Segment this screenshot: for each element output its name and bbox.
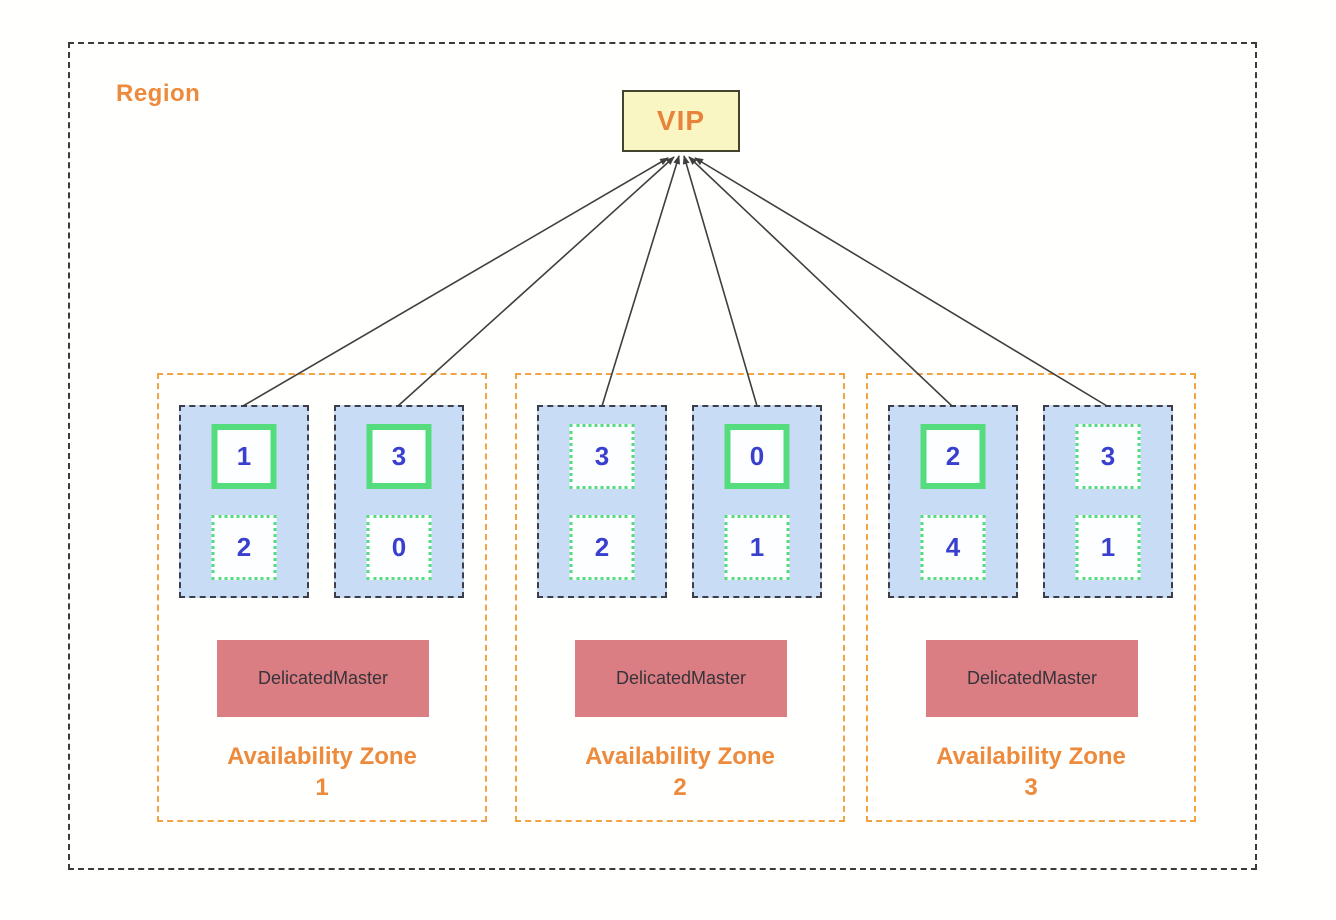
- node-box: 0 1: [692, 405, 822, 598]
- shard-box: 3: [366, 424, 432, 489]
- shard-box: 3: [1075, 424, 1141, 489]
- dedicated-master-box: DelicatedMaster: [926, 640, 1138, 717]
- availability-zone-3: 2 4 3 1 DelicatedMaster Availability Zon…: [866, 373, 1196, 822]
- shard-number: 1: [1100, 532, 1116, 562]
- node-box: 3 1: [1043, 405, 1173, 598]
- shard-number: 4: [945, 532, 961, 562]
- shard-number: 3: [594, 441, 610, 471]
- shard-box: 2: [211, 515, 277, 580]
- shard-box: 0: [724, 424, 790, 489]
- shard-box: 1: [211, 424, 277, 489]
- region-label: Region: [116, 80, 201, 107]
- node-box: 2 4: [888, 405, 1018, 598]
- node-box: 3 2: [537, 405, 667, 598]
- az-label-text: Availability Zone: [936, 743, 1126, 770]
- az-label-text: Availability Zone: [227, 743, 417, 770]
- region-boundary: Region: [68, 42, 1257, 870]
- shard-number: 3: [391, 441, 407, 471]
- az-label: Availability Zone 3: [868, 741, 1194, 803]
- availability-zone-1: 1 2 3 0 DelicatedMaster Availability Zon…: [157, 373, 487, 822]
- shard-box: 0: [366, 515, 432, 580]
- shard-box: 2: [569, 515, 635, 580]
- availability-zone-2: 3 2 0 1 DelicatedMaster Availability Zon…: [515, 373, 845, 822]
- az-label-number: 2: [673, 774, 687, 801]
- shard-box: 1: [724, 515, 790, 580]
- dedicated-master-box: DelicatedMaster: [217, 640, 429, 717]
- az-label-number: 3: [1024, 774, 1038, 801]
- node-box: 3 0: [334, 405, 464, 598]
- shard-box: 1: [1075, 515, 1141, 580]
- shard-number: 0: [749, 441, 765, 471]
- shard-box: 3: [569, 424, 635, 489]
- az-label: Availability Zone 2: [517, 741, 843, 803]
- shard-number: 1: [236, 441, 252, 471]
- az-label-text: Availability Zone: [585, 743, 775, 770]
- shard-number: 2: [236, 532, 252, 562]
- shard-number: 2: [594, 532, 610, 562]
- az-label-number: 1: [315, 774, 329, 801]
- shard-number: 2: [945, 441, 961, 471]
- az-label: Availability Zone 1: [159, 741, 485, 803]
- shard-number: 1: [749, 532, 765, 562]
- shard-box: 4: [920, 515, 986, 580]
- node-box: 1 2: [179, 405, 309, 598]
- shard-box: 2: [920, 424, 986, 489]
- vip-box: VIP: [622, 90, 740, 152]
- dedicated-master-box: DelicatedMaster: [575, 640, 787, 717]
- shard-number: 3: [1100, 441, 1116, 471]
- shard-number: 0: [391, 532, 407, 562]
